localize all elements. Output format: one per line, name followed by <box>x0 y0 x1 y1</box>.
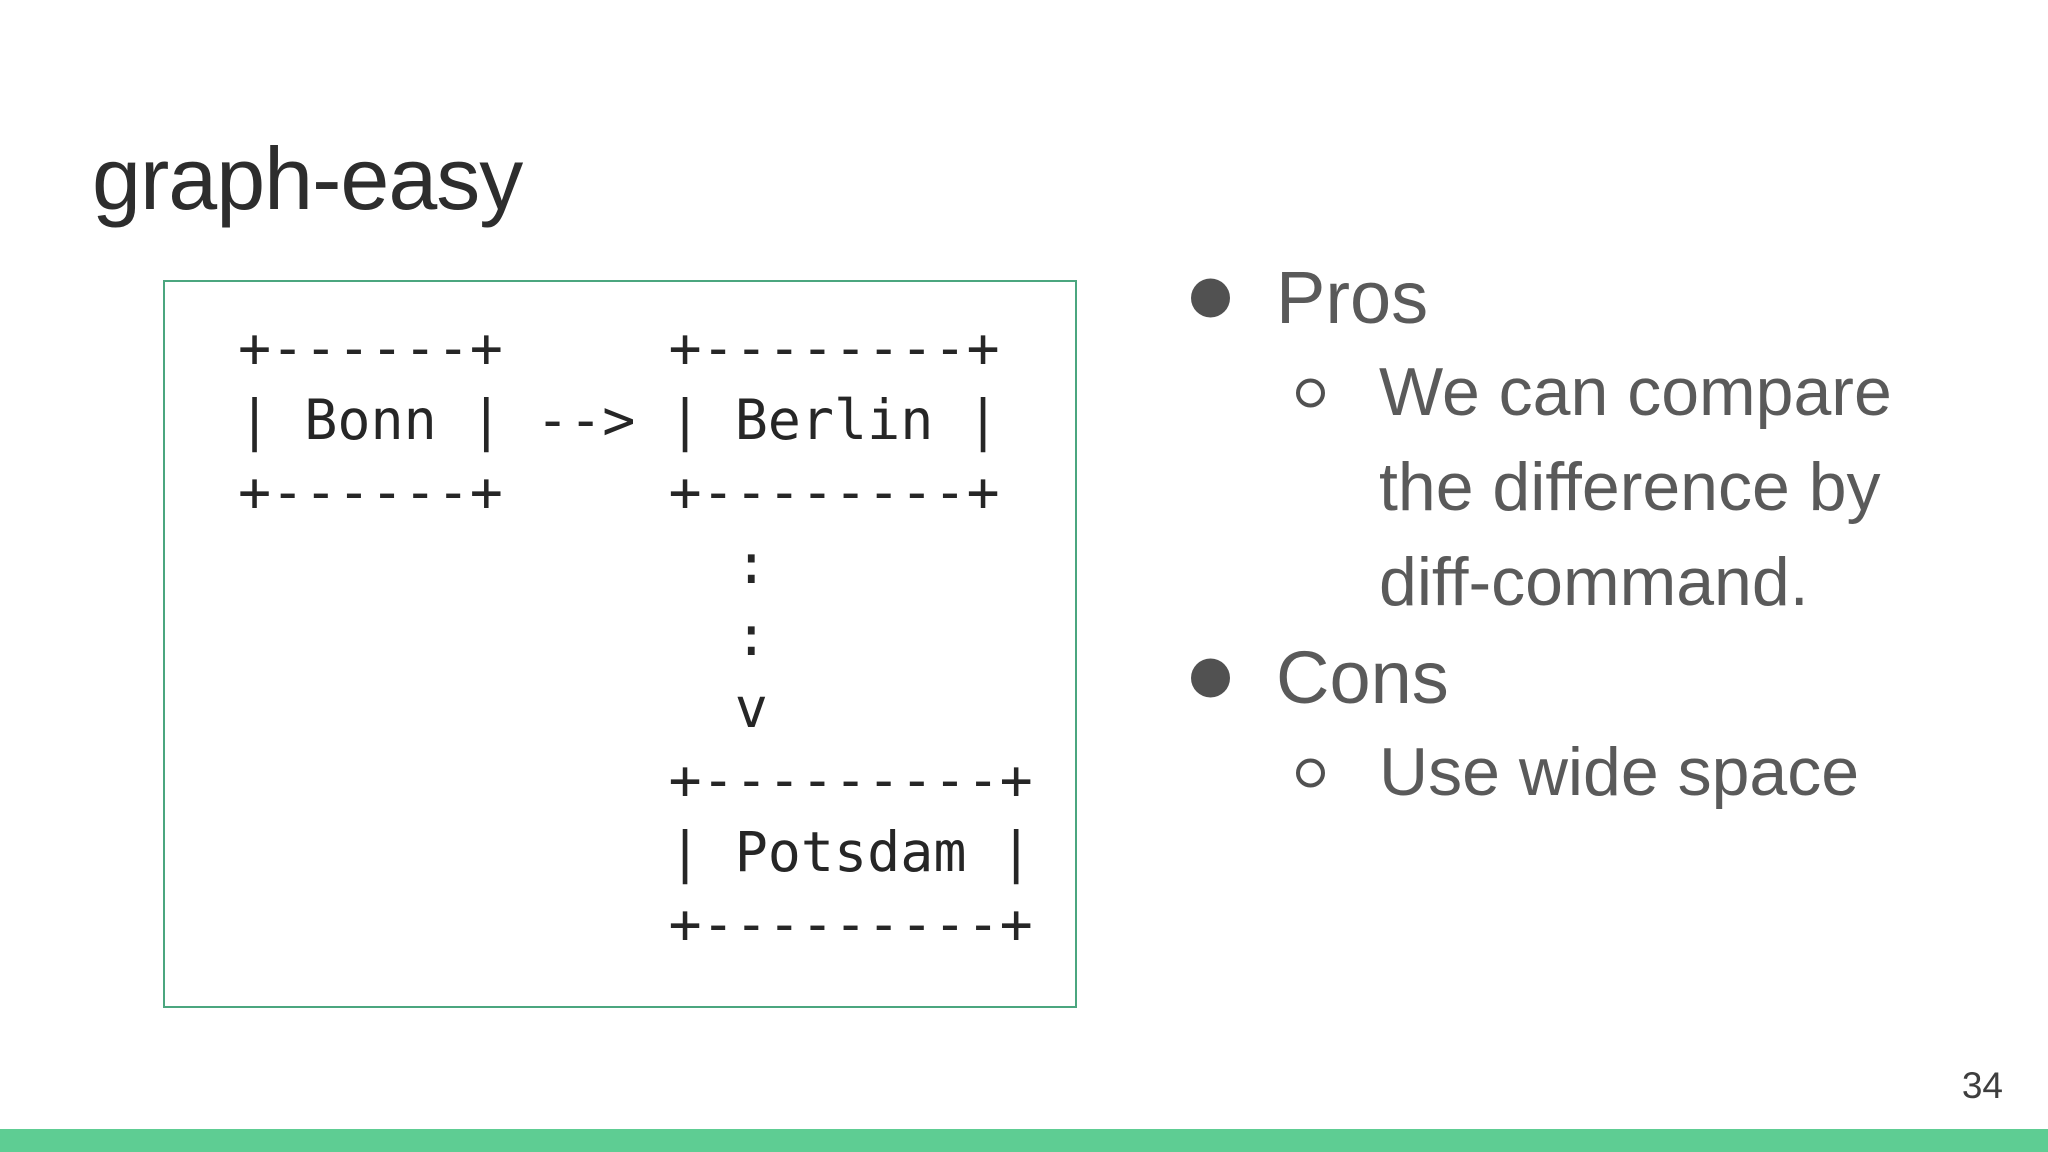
list-item-pros: Pros <box>0 250 2048 345</box>
list-item-cons: Cons <box>0 630 2048 725</box>
list-item-pros-sub-line3: diff-command. <box>0 535 2048 630</box>
slide-title: graph-easy <box>92 129 523 228</box>
list-item-label: the difference by <box>1379 449 1881 525</box>
disc-bullet-icon <box>1191 658 1230 697</box>
bullet-list: Pros We can compare the difference by di… <box>0 250 2048 820</box>
circle-bullet-icon <box>1296 378 1325 407</box>
list-item-pros-sub: We can compare <box>0 345 2048 440</box>
ascii-graph-diagram: +------+ +--------+ | Bonn | --> | Berli… <box>238 316 1033 956</box>
page-number: 34 <box>1961 1065 2003 1106</box>
diagram-panel: +------+ +--------+ | Bonn | --> | Berli… <box>163 280 1077 1008</box>
list-item-cons-sub: Use wide space <box>0 725 2048 820</box>
circle-bullet-icon <box>1296 758 1325 787</box>
disc-bullet-icon <box>1191 278 1230 317</box>
list-item-pros-sub-line2: the difference by <box>0 440 2048 535</box>
list-item-label: Pros <box>1276 256 1429 339</box>
list-item-label: Use wide space <box>1379 734 1860 810</box>
footer-accent-bar <box>0 1129 2048 1152</box>
list-item-label: Cons <box>1276 636 1449 719</box>
list-item-label: We can compare <box>1379 354 1892 430</box>
list-item-label: diff-command. <box>1379 544 1809 620</box>
